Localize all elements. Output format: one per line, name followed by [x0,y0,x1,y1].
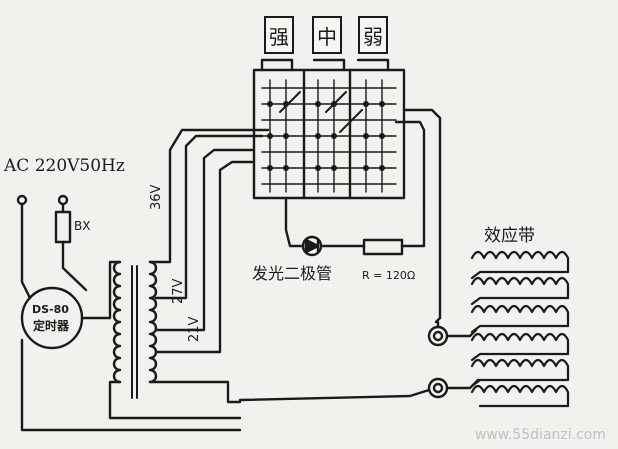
watermark: www.55dianzi.com [474,427,606,443]
wire-primary-bottom [108,380,242,420]
transformer-secondary [148,260,158,384]
switch-medium-button[interactable]: 中 [312,16,342,54]
connector-upper [427,325,449,347]
timer-label-line1: DS-80 [32,303,69,316]
fuse-label: BX [74,219,91,233]
switch-strong-button[interactable]: 强 [264,16,294,54]
switch-module-frame [252,68,406,200]
switch-module-dividers [302,68,352,200]
timer-circle [20,286,84,350]
wire-tap-27v [154,134,264,300]
wire-resistor-out [400,204,426,248]
wire-secondary-bottom [148,380,242,404]
transformer-core [131,265,138,399]
switch-contact-grid [261,79,397,193]
fuse-body [54,210,72,244]
switch-strong-label: 强 [269,24,289,49]
wire-ac-left [20,202,32,300]
led-symbol [304,238,320,254]
switch-weak-button[interactable]: 弱 [358,16,388,54]
connector-upper-inner [432,330,444,342]
timer-label-line2: 定时器 [33,319,70,333]
connector-lower-inner [432,382,444,394]
wire-tap-36v [148,128,270,264]
switch-levers [279,91,363,133]
led-label: 发光二极管 [252,264,333,283]
tap-27v-label: 27V [171,278,186,304]
switch-medium-label: 中 [317,24,337,49]
transformer-primary [112,260,122,384]
wire-timer-bottom [20,338,242,432]
switch-contact-dots [267,101,385,171]
wire-conn-upper [436,320,478,338]
wire-switch-out2 [394,120,426,208]
resistor-label: R = 120Ω [362,269,416,282]
switch-module-top [260,58,390,72]
resistor-body [362,238,404,256]
wire-switch-out [402,108,442,324]
power-label: AC 220V50Hz [4,156,125,176]
connector-lower [427,377,449,399]
effect-belt [470,250,570,408]
tap-36v-label: 36V [149,184,164,210]
switch-weak-label: 弱 [363,24,383,49]
wire-timer-primary [80,260,122,320]
wire-tap-low [154,160,254,354]
tap-21v-label: 21V [187,316,202,342]
wire-fuse-down [61,240,88,292]
wire-tap-21v [154,148,254,332]
belt-label: 效应带 [484,226,535,246]
wire-led-branch [284,196,304,248]
